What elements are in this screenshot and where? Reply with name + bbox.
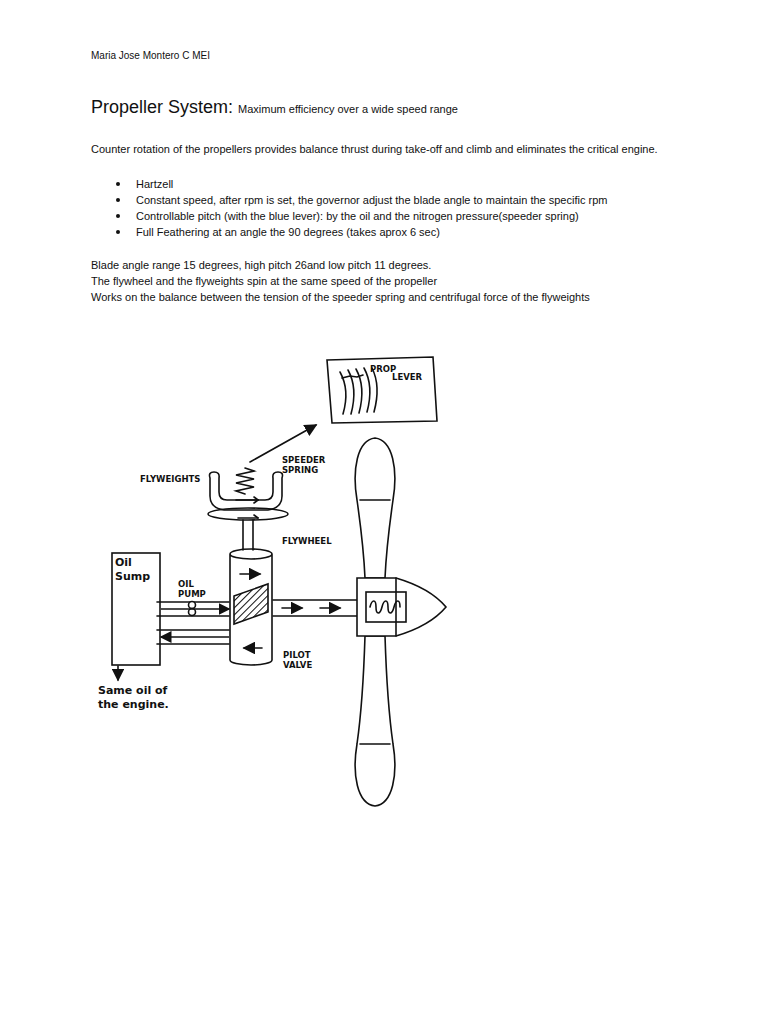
cylinder-outline: [230, 549, 272, 665]
prop-lever-box: PROPLEVER: [326, 356, 438, 424]
bullet-item: Controllable pitch (with the blue lever)…: [136, 208, 579, 224]
node-outline: [111, 552, 161, 666]
note-label: Same oil of the engine.: [98, 684, 174, 712]
node-text: Oil Sump: [115, 556, 153, 584]
part-label: FLYWHEEL: [282, 536, 332, 546]
bullet-dot: [116, 182, 120, 186]
author-header: Maria Jose Montero C MEI: [91, 48, 210, 64]
node-text: LEVER: [392, 372, 422, 382]
part-label: FLYWEIGHTS: [140, 474, 200, 484]
bullet-item: Hartzell: [136, 176, 173, 192]
node-text: PILOT VALVE: [283, 650, 327, 670]
flow-arrow: [161, 608, 229, 610]
bullet-item: Constant speed, after rpm is set, the go…: [136, 192, 607, 208]
bullet-dot: [116, 230, 120, 234]
bullet-item: Full Feathering at an angle the 90 degre…: [136, 224, 440, 240]
subtitle: Maximum efficiency over a wide speed ran…: [238, 101, 458, 117]
page-title: Propeller System:: [91, 96, 233, 118]
lever-outline: [327, 357, 437, 423]
note-line: Blade angle range 15 degrees, high pitch…: [91, 257, 431, 273]
note-line: The flywheel and the flyweights spin at …: [91, 273, 437, 289]
bullet-dot: [116, 198, 120, 202]
flow-arrow: [161, 636, 229, 638]
oil-sump-box: Oil Sump: [111, 552, 161, 666]
node-outline: [229, 548, 273, 666]
pilot-valve-cylinder: PILOT VALVE: [229, 548, 273, 666]
part-label: SPEEDER SPRING: [282, 455, 338, 475]
bullet-dot: [116, 214, 120, 218]
box-outline: [112, 553, 160, 665]
part-label: OIL PUMP: [178, 579, 208, 599]
intro-paragraph: Counter rotation of the propellers provi…: [91, 141, 666, 157]
note-line: Works on the balance between the tension…: [91, 289, 590, 305]
